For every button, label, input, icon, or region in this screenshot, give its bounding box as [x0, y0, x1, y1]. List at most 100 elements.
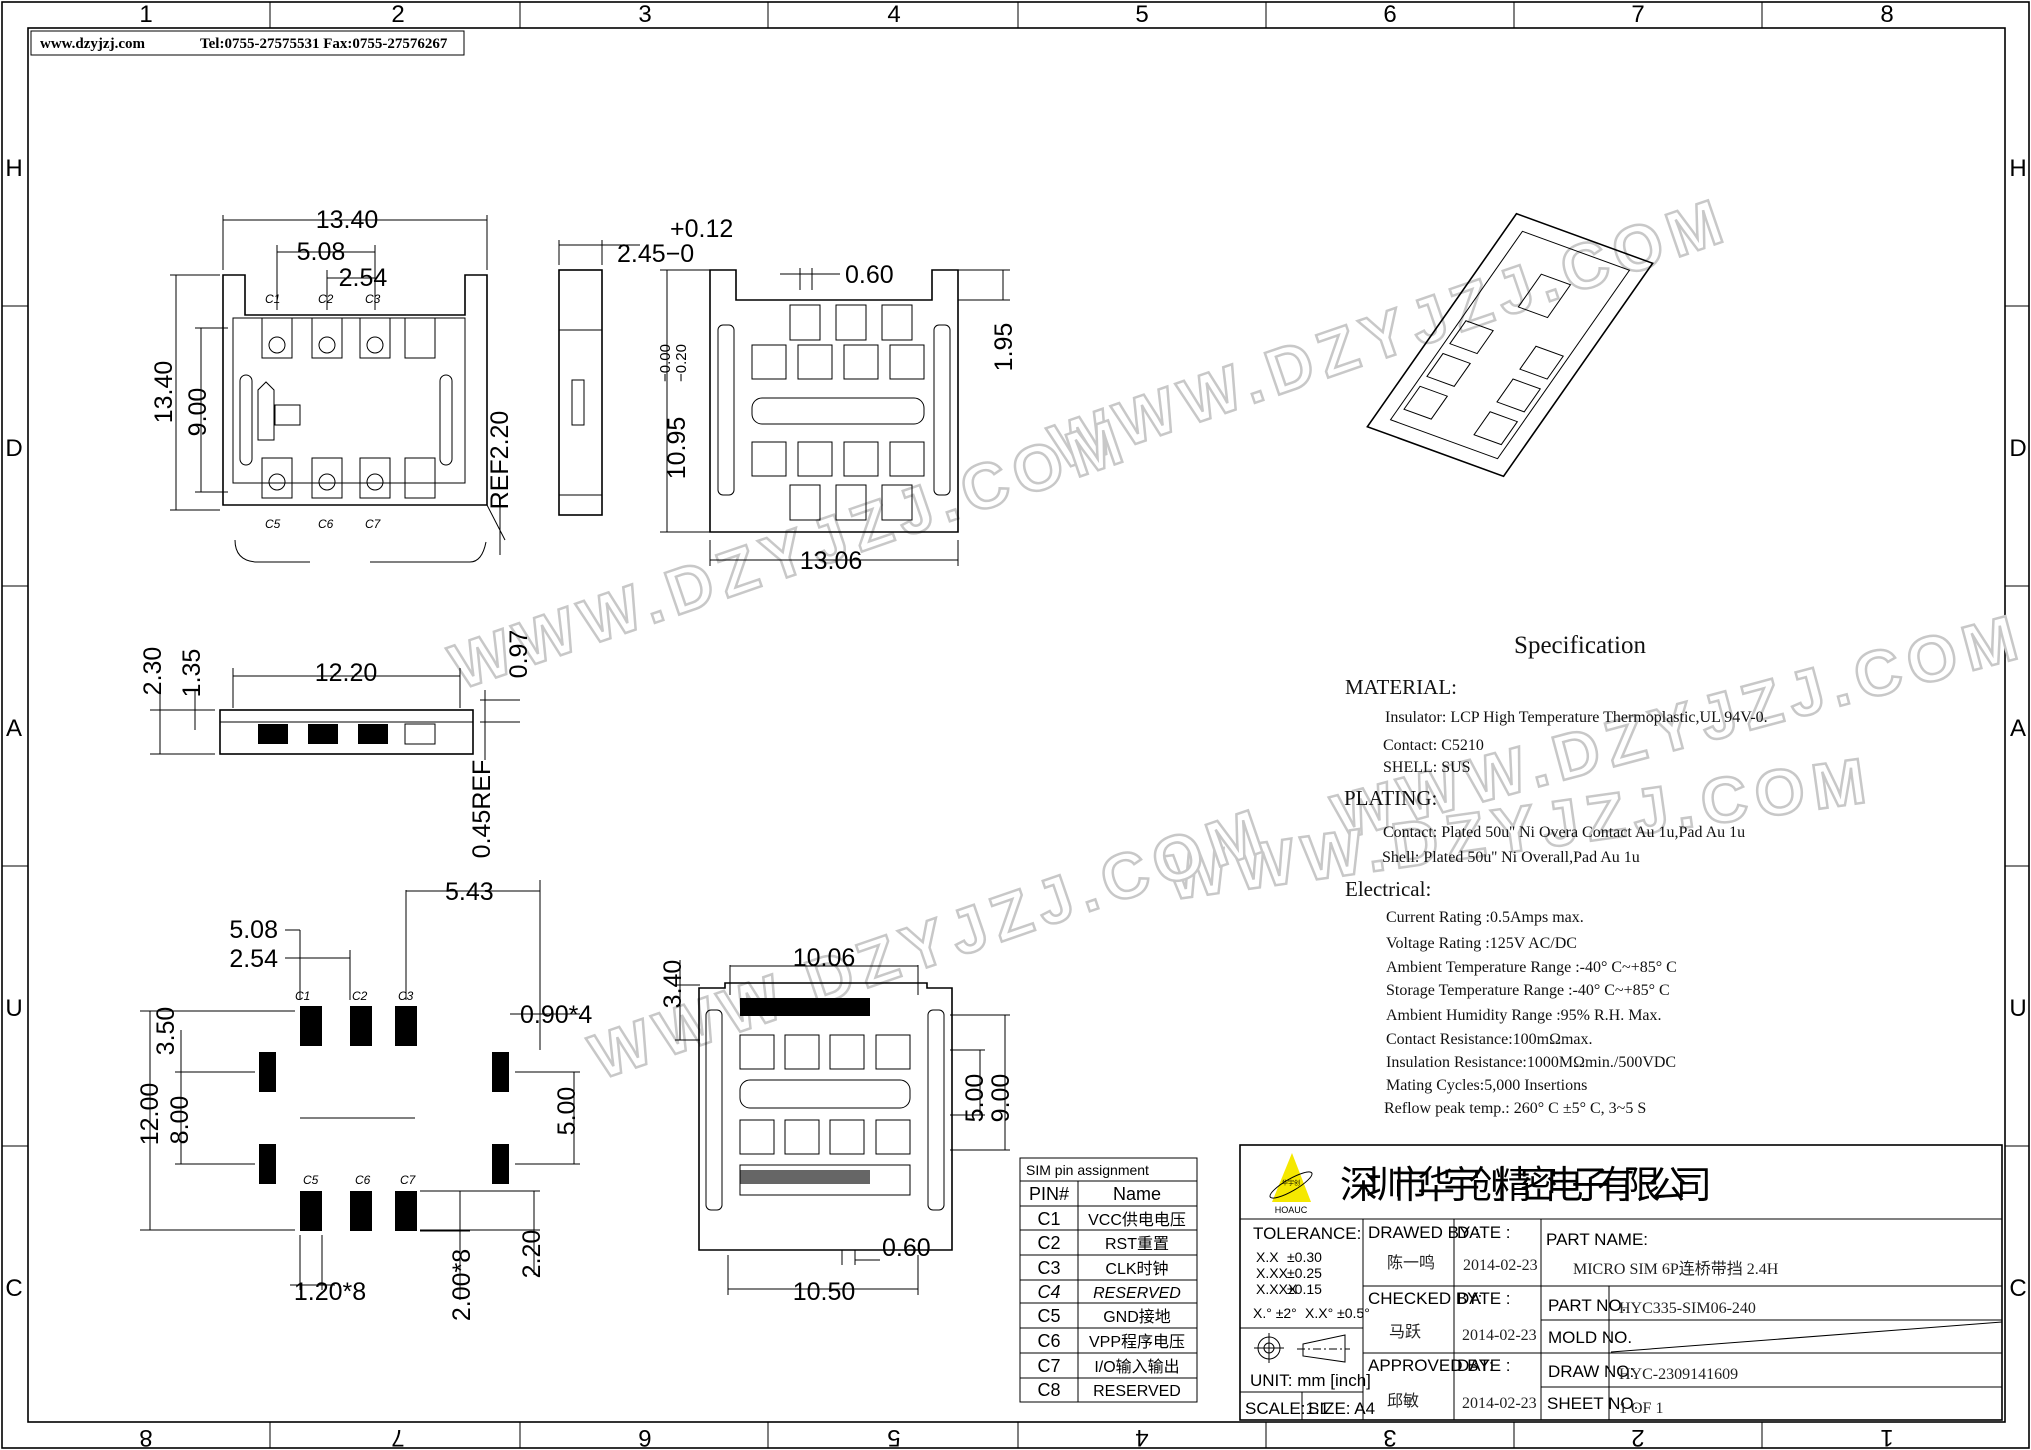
svg-text:Contact Resistance:100mΩmax.: Contact Resistance:100mΩmax. [1386, 1031, 1593, 1048]
svg-text:Contact: C5210: Contact: C5210 [1383, 737, 1484, 754]
svg-text:2.00*8: 2.00*8 [448, 1249, 476, 1321]
svg-text:C3: C3 [365, 292, 381, 306]
svg-text:APPROVED BY:: APPROVED BY: [1368, 1356, 1494, 1375]
svg-text:2014-02-23: 2014-02-23 [1462, 1327, 1537, 1344]
svg-text:Insulation Resistance:1000MΩmi: Insulation Resistance:1000MΩmin./500VDC [1386, 1054, 1676, 1071]
svg-text:8: 8 [139, 1424, 152, 1450]
svg-text:2.54: 2.54 [339, 264, 388, 292]
svg-text:8.00: 8.00 [166, 1096, 194, 1145]
svg-text:10.95: 10.95 [663, 417, 691, 480]
svg-text:SIZE: A4: SIZE: A4 [1308, 1399, 1375, 1418]
svg-text:3.50: 3.50 [152, 1007, 180, 1056]
svg-text:SCALE:1:1: SCALE:1:1 [1245, 1399, 1329, 1418]
svg-text:Mating Cycles:5,000 Insertions: Mating Cycles:5,000 Insertions [1386, 1077, 1587, 1094]
svg-text:0.90*4: 0.90*4 [520, 1001, 592, 1029]
svg-text:RESERVED: RESERVED [1093, 1285, 1181, 1302]
svg-text:C6: C6 [355, 1173, 371, 1187]
svg-text:PLATING:: PLATING: [1344, 786, 1437, 810]
svg-text:Current Rating :0.5Amps max.: Current Rating :0.5Amps max. [1386, 909, 1584, 926]
svg-text:5.00: 5.00 [553, 1087, 581, 1136]
svg-text:12.20: 12.20 [315, 659, 378, 687]
svg-text:X.XX: X.XX [1256, 1265, 1289, 1281]
part-number: HYC335-SIM06-240 [1619, 1300, 1756, 1317]
projection-symbol [1254, 1333, 1350, 1363]
svg-text:D: D [2009, 435, 2026, 462]
svg-text:Ambient Humidity Range :95% R.: Ambient Humidity Range :95% R.H. Max. [1386, 1007, 1662, 1024]
svg-text:C1: C1 [265, 292, 280, 306]
svg-text:Specification: Specification [1514, 632, 1646, 659]
svg-text:5.08: 5.08 [297, 238, 346, 266]
svg-text:−0.20: −0.20 [673, 344, 690, 382]
svg-text:Name: Name [1113, 1184, 1161, 1204]
svg-text:0.60: 0.60 [845, 261, 894, 289]
svg-text:DATE :: DATE : [1457, 1289, 1511, 1308]
svg-text:10.06: 10.06 [793, 944, 856, 972]
svg-text:3: 3 [1383, 1424, 1396, 1450]
svg-text:DRAW NO:: DRAW NO: [1548, 1362, 1634, 1381]
svg-text:Insulator: LCP High Temperatur: Insulator: LCP High Temperature Thermopl… [1385, 709, 1768, 726]
svg-text:PIN#: PIN# [1029, 1184, 1069, 1204]
svg-text:H: H [5, 155, 22, 182]
contact-text: Tel:0755-27575531 Fax:0755-27576267 [200, 36, 448, 52]
svg-text:GND接地: GND接地 [1103, 1308, 1171, 1326]
svg-text:X.X: X.X [1256, 1249, 1279, 1265]
svg-text:3: 3 [638, 1, 651, 28]
svg-text:C3: C3 [1037, 1258, 1060, 1278]
svg-text:2014-02-23: 2014-02-23 [1463, 1257, 1538, 1274]
svg-text:13.40: 13.40 [316, 206, 379, 234]
svg-text:马跃: 马跃 [1389, 1323, 1421, 1341]
svg-text:2.54: 2.54 [229, 945, 278, 973]
svg-text:2.45−0: 2.45−0 [617, 240, 694, 268]
svg-text:Contact: Plated 50u'' Ni Overa: Contact: Plated 50u'' Ni Overa Contact A… [1383, 824, 1745, 841]
svg-text:13.40: 13.40 [150, 361, 178, 424]
svg-text:1 OF 1: 1 OF 1 [1619, 1400, 1663, 1417]
svg-text:−0.00: −0.00 [657, 344, 674, 382]
svg-text:X.X° ±0.5°: X.X° ±0.5° [1305, 1305, 1370, 1321]
svg-text:RESERVED: RESERVED [1093, 1383, 1181, 1400]
svg-text:C7: C7 [365, 517, 382, 531]
svg-text:U: U [2009, 995, 2026, 1022]
svg-text:1: 1 [1880, 1424, 1893, 1450]
svg-text:4: 4 [1135, 1424, 1148, 1450]
title-block: 华宇创 HOAUC 深圳市华宇创精密电子有限公司 TOLERANCE: X.X±… [1239, 1144, 2003, 1421]
svg-text:HOAUC: HOAUC [1275, 1205, 1308, 1215]
svg-text:9.00: 9.00 [184, 388, 212, 437]
svg-text:0.97: 0.97 [505, 630, 533, 679]
svg-text:Ambient Temperature Range :-40: Ambient Temperature Range :-40° C~+85° C [1386, 959, 1677, 976]
svg-text:2014-02-23: 2014-02-23 [1462, 1395, 1537, 1412]
svg-text:A: A [6, 715, 22, 742]
svg-text:REF2.20: REF2.20 [486, 411, 514, 510]
svg-text:Voltage Rating :125V AC/DC: Voltage Rating :125V AC/DC [1386, 935, 1577, 952]
inner-border [27, 27, 2006, 1423]
svg-text:C5: C5 [303, 1173, 319, 1187]
svg-text:陈一鸣: 陈一鸣 [1387, 1254, 1435, 1272]
svg-text:C: C [2009, 1275, 2026, 1302]
svg-text:C6: C6 [318, 517, 334, 531]
svg-text:2: 2 [1631, 1424, 1644, 1450]
svg-text:CHECKED BY:: CHECKED BY: [1368, 1289, 1482, 1308]
specification: Specification MATERIAL: Insulator: LCP H… [1344, 632, 1768, 1117]
top-right-view: 0.60 1.95 10.95 −0.00 −0.20 13.06 [657, 261, 1018, 575]
svg-text:1.95: 1.95 [990, 323, 1018, 372]
watermarks: WWW.DZYJZJ.COM WWW.DZYJZJ.COM WWW.DZYJZJ… [440, 182, 2031, 1095]
svg-text:±0.25: ±0.25 [1287, 1265, 1322, 1281]
svg-text:C3: C3 [398, 989, 414, 1003]
svg-text:PART NAME:: PART NAME: [1546, 1230, 1648, 1249]
svg-text:13.06: 13.06 [800, 547, 863, 575]
header-box: www.dzyjzj.com Tel:0755-27575531 Fax:075… [30, 30, 465, 56]
svg-text:12.00: 12.00 [136, 1083, 164, 1146]
svg-text:2.20: 2.20 [518, 1230, 546, 1279]
front-view: 12.20 2.30 1.35 0.97 0.45REF [139, 630, 533, 859]
svg-text:DRAWED BY :: DRAWED BY : [1368, 1223, 1479, 1242]
svg-text:Storage Temperature Range :-40: Storage Temperature Range :-40° C~+85° C [1386, 982, 1670, 999]
svg-text:UNIT: mm [inch]: UNIT: mm [inch] [1250, 1371, 1371, 1390]
svg-text:MOLD NO.: MOLD NO. [1548, 1328, 1632, 1347]
svg-text:9.00: 9.00 [987, 1074, 1015, 1123]
svg-text:5.08: 5.08 [229, 916, 278, 944]
svg-text:0.60: 0.60 [882, 1234, 931, 1262]
